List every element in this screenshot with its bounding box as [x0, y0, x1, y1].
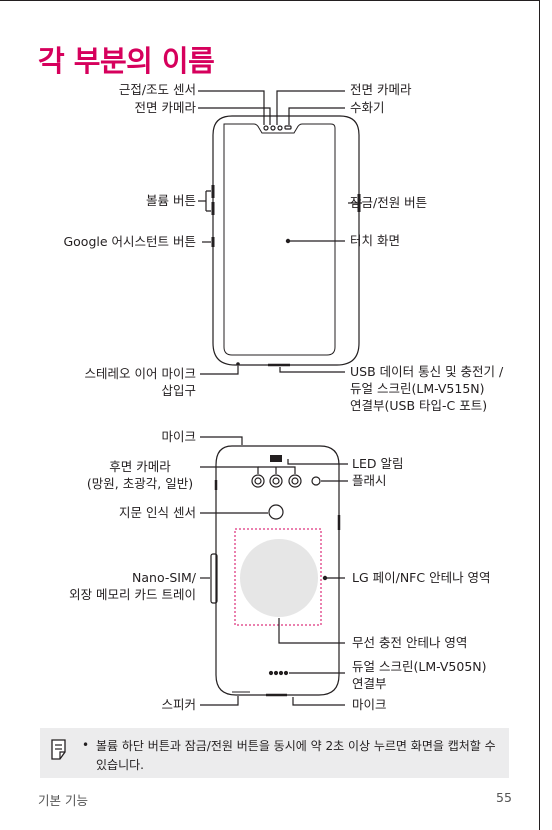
label-sim-tray-2: 외장 메모리 카드 트레이 — [69, 587, 196, 602]
front-proximity-sensor — [263, 125, 269, 131]
label-stereo-mic-2: 삽입구 — [161, 383, 196, 398]
flash — [311, 476, 321, 486]
label-flash: 플래시 — [352, 473, 387, 488]
note-bullet: • — [82, 738, 90, 752]
footer-page-number: 55 — [496, 790, 512, 805]
label-usb-3: 연결부(USB 타입-C 포트) — [350, 398, 488, 413]
note-pencil-icon — [51, 739, 66, 760]
wireless-charging-area — [240, 539, 318, 617]
front-phone-screen — [223, 123, 336, 356]
label-touch-screen: 터치 화면 — [350, 233, 400, 248]
label-usb-1: USB 데이터 통신 및 충전기 / — [350, 364, 504, 379]
label-volume-buttons: 볼륨 버튼 — [146, 193, 196, 208]
rear-camera-normal — [288, 474, 302, 488]
label-mic-bottom: 마이크 — [352, 697, 387, 712]
label-mic-top: 마이크 — [161, 429, 196, 444]
label-led-notification: LED 알림 — [352, 456, 404, 471]
label-earpiece: 수화기 — [350, 100, 385, 115]
footer-section: 기본 기능 — [38, 793, 88, 808]
led-notification — [270, 455, 282, 462]
note-text: 볼륨 하단 버튼과 잠금/전원 버튼을 동시에 약 2초 이상 누르면 화면을 … — [96, 739, 496, 772]
fingerprint-sensor — [268, 504, 284, 520]
note-box: • 볼륨 하단 버튼과 잠금/전원 버튼을 동시에 약 2초 이상 누르면 화면… — [40, 728, 509, 778]
label-usb-2: 듀얼 스크린(LM-V515N) — [350, 381, 485, 396]
rear-camera-telephoto — [251, 474, 265, 488]
front-camera-1 — [270, 125, 276, 131]
back-phone-outline — [215, 445, 340, 696]
label-sim-tray-1: Nano-SIM/ — [132, 570, 196, 585]
label-rear-camera-1: 후면 카메라 — [109, 459, 171, 474]
label-dual-screen-1: 듀얼 스크린(LM-V505N) — [352, 659, 487, 674]
sim-tray — [210, 553, 218, 604]
label-fingerprint-sensor: 지문 인식 센서 — [119, 505, 196, 520]
label-google-assistant-button: Google 어시스턴트 버튼 — [63, 234, 196, 249]
label-wireless-charging: 무선 충전 안테나 영역 — [352, 635, 468, 650]
rear-camera-wide — [269, 474, 283, 488]
nfc-antenna-area — [234, 528, 322, 626]
label-power-lock-button: 잠금/전원 버튼 — [350, 195, 428, 210]
page-border-right — [539, 0, 540, 830]
label-proximity-sensor: 근접/조도 센서 — [118, 82, 196, 97]
front-earpiece — [284, 125, 292, 130]
label-speaker: 스피커 — [161, 697, 196, 712]
label-dual-screen-2: 연결부 — [352, 676, 387, 691]
label-stereo-mic-1: 스테레오 이어 마이크 — [84, 366, 196, 381]
label-front-camera-right: 전면 카메라 — [350, 82, 412, 97]
front-camera-2 — [277, 125, 283, 131]
front-phone-outline — [212, 115, 360, 366]
label-rear-camera-2: (망원, 초광각, 일반) — [86, 476, 194, 491]
page-title: 각 부분의 이름 — [38, 44, 215, 78]
label-nfc-antenna: LG 페이/NFC 안테나 영역 — [352, 570, 491, 585]
page-border-top — [0, 0, 540, 1]
label-front-camera-left: 전면 카메라 — [134, 100, 196, 115]
